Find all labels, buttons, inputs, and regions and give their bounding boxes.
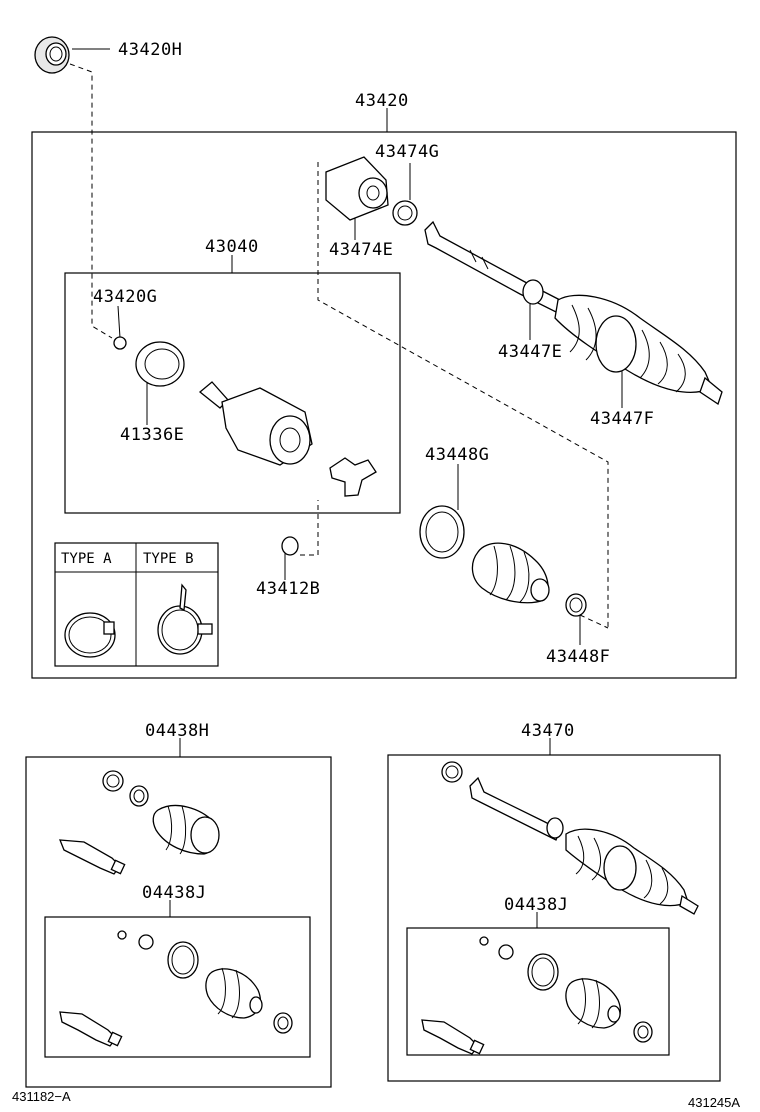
boot-kit-box-left — [25, 756, 332, 1088]
clamp-type-a-illustration — [64, 612, 116, 658]
ring-41336E — [135, 341, 185, 387]
boot-kit-inner-box-right — [406, 927, 670, 1056]
dust-seal-43420H — [34, 36, 70, 74]
label-04438J-right: 04438J — [504, 895, 568, 915]
damper-43474E — [325, 156, 389, 221]
label-04438J-left: 04438J — [142, 883, 206, 903]
snap-ring-43412B — [281, 536, 299, 556]
label-04438H: 04438H — [145, 721, 209, 741]
label-43474E: 43474E — [329, 240, 393, 260]
drive-shaft-outer — [424, 220, 723, 406]
label-43040: 43040 — [205, 237, 259, 257]
boot-kit-inner-parts-left — [59, 930, 293, 1047]
label-43447E: 43447E — [498, 342, 562, 362]
shaft-assembly-parts-right — [441, 761, 699, 915]
label-43448F: 43448F — [546, 647, 610, 667]
footer-right-code: 431245A — [688, 1095, 740, 1110]
label-43420G: 43420G — [93, 287, 157, 307]
boot-kit-inner-box-left — [44, 916, 311, 1058]
snap-ring-43420G — [113, 336, 127, 350]
boot-kit-parts-left — [59, 770, 220, 875]
inner-boot — [471, 542, 550, 604]
label-43474G: 43474G — [375, 142, 439, 162]
label-43420: 43420 — [355, 91, 409, 111]
shaft-assembly-box-right — [387, 754, 721, 1082]
inner-joint-43040 — [198, 381, 377, 497]
clamp-43474G — [392, 200, 418, 226]
boot-kit-inner-parts-right — [421, 936, 653, 1055]
label-41336E: 41336E — [120, 425, 184, 445]
label-43448G: 43448G — [425, 445, 489, 465]
label-43470: 43470 — [521, 721, 575, 741]
label-43412B: 43412B — [256, 579, 320, 599]
clamp-type-b-illustration — [157, 583, 213, 655]
label-43420H: 43420H — [118, 40, 182, 60]
label-43447F: 43447F — [590, 409, 654, 429]
main-assembly-box — [31, 131, 737, 679]
clamp-43448F — [565, 593, 587, 617]
type-a-header: TYPE A — [61, 551, 112, 567]
footer-left-code: 431182−A — [12, 1089, 71, 1104]
clamp-43448G — [419, 505, 465, 559]
type-b-header: TYPE B — [143, 551, 194, 567]
